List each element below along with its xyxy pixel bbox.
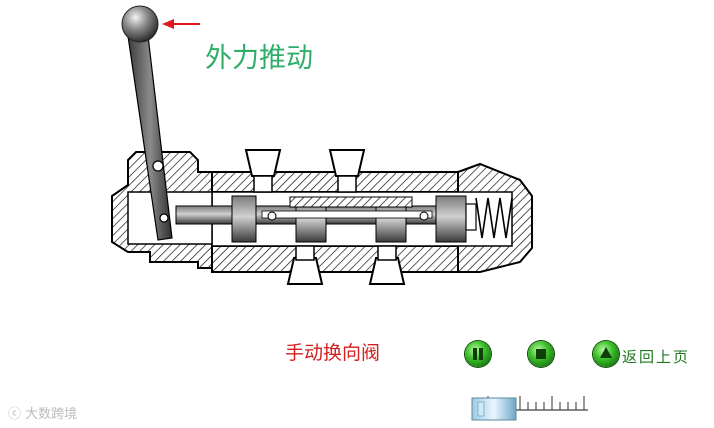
triangle-up-icon [600, 347, 612, 358]
force-annotation-label: 外力推动 [205, 43, 313, 74]
pause-icon-bar [479, 348, 483, 360]
watermark-text: 大数跨境 [25, 407, 78, 422]
port-bottom-left [286, 245, 324, 285]
port-top-right [328, 149, 366, 193]
pause-icon [473, 348, 477, 360]
valve-title: 手动换向阀 [285, 342, 381, 364]
return-spring [465, 197, 513, 239]
port-top-left [244, 149, 282, 193]
watermark: ⓒ 大数跨境 [8, 403, 77, 422]
watermark-logo-icon: ⓒ [8, 407, 26, 422]
pause-button[interactable] [465, 341, 491, 367]
lever-knob [121, 5, 159, 43]
back-button[interactable] [593, 341, 619, 367]
spool [175, 195, 477, 243]
back-label[interactable]: 返回上页 [622, 348, 691, 366]
stop-button[interactable] [528, 341, 554, 367]
stop-icon [536, 349, 546, 359]
progress-slider[interactable] [471, 396, 588, 421]
force-arrow [162, 19, 200, 29]
port-bottom-right [368, 245, 406, 285]
